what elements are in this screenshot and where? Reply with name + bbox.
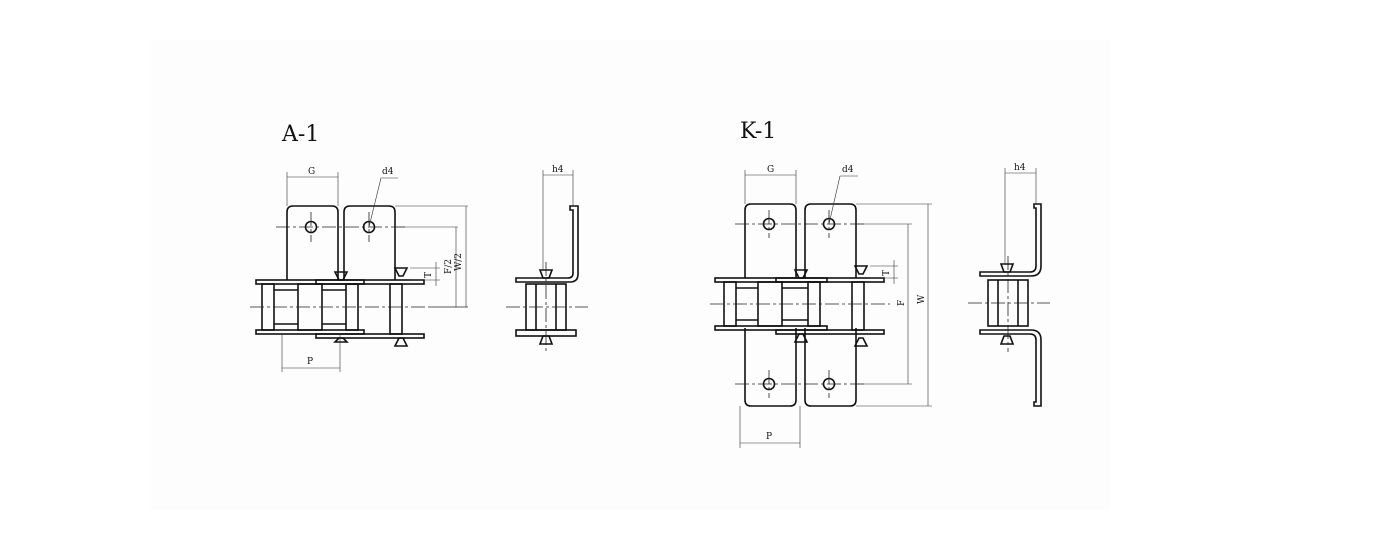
k1-dim-t: T	[882, 270, 892, 276]
figure-a1: A-1	[250, 122, 588, 372]
k1-dim-h4: h4	[1014, 163, 1026, 173]
k1-side-view: h4	[968, 163, 1050, 407]
k1-dim-f: F	[897, 300, 907, 306]
a1-attachment-plate-right	[343, 205, 396, 280]
figure-k1-title: K-1	[740, 119, 776, 144]
k1-attachment-lower-left	[744, 328, 797, 407]
k1-dim-w: W	[917, 294, 927, 304]
a1-dim-h4: h4	[552, 165, 564, 175]
figure-a1-title: A-1	[281, 122, 319, 147]
a1-front-view: G d4 P T F/2 W/2	[250, 167, 468, 372]
a1-dim-f-half: F/2	[444, 259, 454, 274]
k1-attachment-lower-right	[804, 328, 857, 407]
a1-dim-w-half: W/2	[454, 253, 464, 271]
a1-dim-t: T	[424, 272, 434, 278]
drawing-panel	[150, 40, 1110, 510]
k1-dim-d4: d4	[842, 165, 854, 175]
k1-attachment-upper-right	[804, 203, 857, 278]
a1-dim-g: G	[308, 167, 315, 177]
k1-dim-g: G	[767, 165, 774, 175]
a1-attachment-plate-left	[286, 205, 339, 280]
a1-dim-p: P	[307, 357, 313, 367]
k1-attachment-upper-left	[744, 203, 797, 278]
a1-dim-d4: d4	[382, 167, 394, 177]
k1-front-view: G d4 P T F W	[710, 165, 932, 448]
a1-side-view: h4	[506, 165, 588, 352]
figure-k1: K-1	[710, 119, 1050, 448]
k1-dim-p: P	[766, 432, 772, 442]
